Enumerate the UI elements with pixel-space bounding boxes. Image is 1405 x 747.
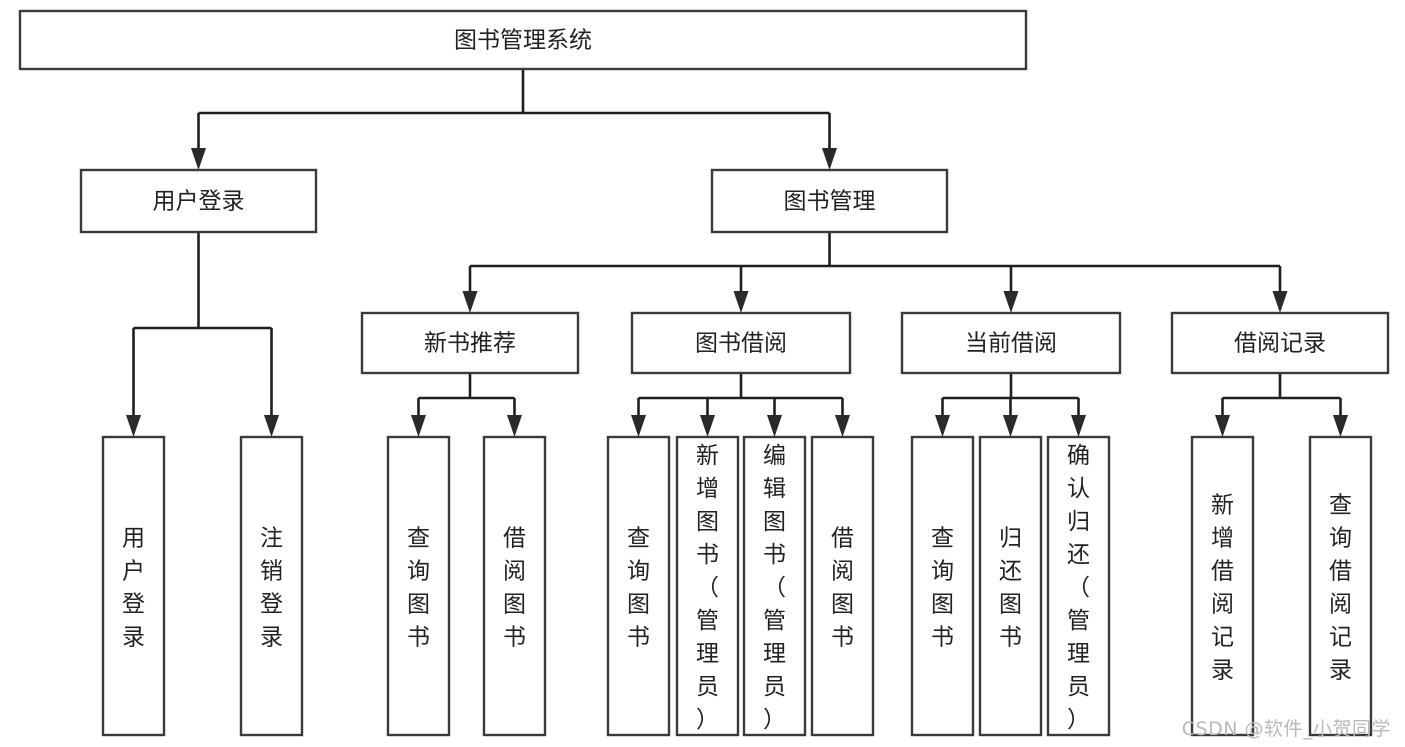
node-leaf-borrow-query-book[interactable]: 查询图书 [606, 435, 671, 737]
node-book-borrow[interactable]: 图书借阅 [630, 311, 852, 375]
node-label: 图书管理系统 [454, 28, 592, 54]
node-user-login[interactable]: 用户登录 [79, 168, 318, 234]
node-root[interactable]: 图书管理系统 [18, 9, 1028, 71]
node-box [79, 168, 318, 234]
node-label: 用户登录 [153, 189, 245, 215]
node-leaf-rec-query-book[interactable]: 查询图书 [386, 435, 451, 737]
node-label: 借阅记录 [1234, 331, 1326, 357]
node-box [606, 435, 671, 737]
node-label: 查询借阅记录 [1329, 493, 1352, 684]
node-label: 当前借阅 [965, 331, 1057, 357]
connector-group [191, 69, 837, 170]
node-label: 图书管理 [784, 189, 876, 215]
connectors-layer [126, 69, 1348, 437]
connector-group [1215, 373, 1348, 437]
node-box [810, 435, 875, 737]
connector-group [631, 373, 850, 437]
node-box [1170, 311, 1390, 375]
node-leaf-cur-return-book[interactable]: 归还图书 [978, 435, 1043, 737]
node-box [630, 311, 852, 375]
node-label: 新增借阅记录 [1211, 493, 1234, 684]
node-box [482, 435, 547, 737]
node-new-book-rec[interactable]: 新书推荐 [360, 311, 580, 375]
node-label: 编辑图书（管理员） [763, 443, 786, 733]
node-box [386, 435, 451, 737]
node-label: 查询图书 [407, 526, 430, 651]
nodes-layer: 图书管理系统用户登录图书管理新书推荐图书借阅当前借阅借阅记录用户登录注销登录查询… [18, 9, 1390, 737]
node-leaf-rec-query-record[interactable]: 查询借阅记录 [1308, 435, 1373, 737]
node-box [710, 168, 949, 234]
node-label: 查询图书 [931, 526, 954, 651]
node-leaf-rec-borrow-book[interactable]: 借阅图书 [482, 435, 547, 737]
node-leaf-rec-add-record[interactable]: 新增借阅记录 [1190, 435, 1255, 737]
connector-group [462, 232, 1288, 313]
node-box [360, 311, 580, 375]
node-box [978, 435, 1043, 737]
node-box [239, 435, 304, 737]
node-borrow-record[interactable]: 借阅记录 [1170, 311, 1390, 375]
node-current-borrow[interactable]: 当前借阅 [900, 311, 1122, 375]
node-box [101, 435, 166, 737]
node-box [1046, 435, 1111, 737]
node-box [910, 435, 975, 737]
node-label: 借阅图书 [503, 526, 526, 651]
node-box [900, 311, 1122, 375]
node-box [1308, 435, 1373, 737]
node-box [18, 9, 1028, 71]
node-box [742, 435, 807, 737]
node-book-manage[interactable]: 图书管理 [710, 168, 949, 234]
node-leaf-cur-confirm-return[interactable]: 确认归还（管理员） [1046, 435, 1111, 737]
node-label: 图书借阅 [695, 331, 787, 357]
node-leaf-borrow-borrow-book[interactable]: 借阅图书 [810, 435, 875, 737]
node-label: 确认归还（管理员） [1067, 443, 1090, 733]
connector-group [411, 373, 522, 437]
node-leaf-cur-query-book[interactable]: 查询图书 [910, 435, 975, 737]
node-leaf-user-login[interactable]: 用户登录 [101, 435, 166, 737]
node-leaf-borrow-edit-book[interactable]: 编辑图书（管理员） [742, 435, 807, 737]
node-label: 新增图书（管理员） [696, 443, 719, 733]
node-box [675, 435, 740, 737]
node-label: 注销登录 [260, 526, 283, 651]
node-label: 借阅图书 [831, 526, 854, 651]
node-leaf-user-logout[interactable]: 注销登录 [239, 435, 304, 737]
node-leaf-borrow-add-book[interactable]: 新增图书（管理员） [675, 435, 740, 737]
node-box [1190, 435, 1255, 737]
node-label: 归还图书 [999, 526, 1022, 651]
node-label: 查询图书 [627, 526, 650, 651]
node-label: 新书推荐 [424, 331, 516, 357]
connector-group [126, 232, 279, 437]
node-label: 用户登录 [122, 526, 145, 651]
connector-group [935, 373, 1086, 437]
